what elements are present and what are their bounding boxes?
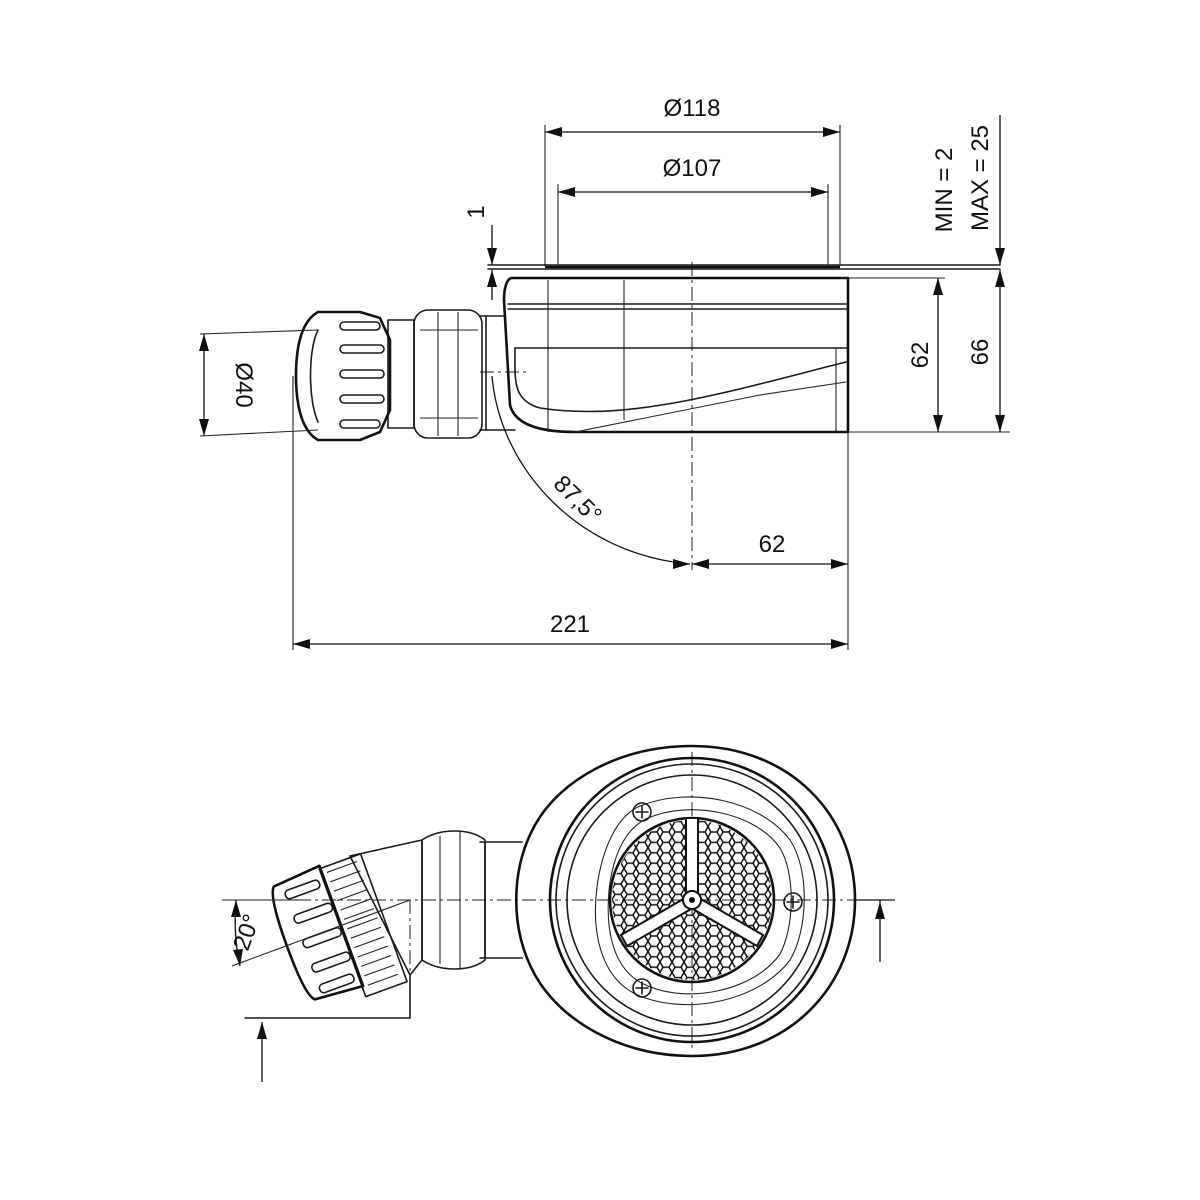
dim-height-62: 62 [848,277,1010,433]
dim-diameter-118: Ø118 [544,95,841,266]
grate [608,816,776,984]
label-h66: 66 [967,339,994,366]
label-max: MAX = 25 [967,125,994,231]
dim-min-max: MIN = 2 MAX = 25 [931,115,1005,265]
label-tilt: 20° [228,911,266,954]
top-view: 20° [222,744,895,1082]
label-d40: Ø40 [230,362,257,407]
dim-gap-1: 1 [463,205,497,300]
drain-body [487,264,1001,434]
union-nut [294,310,392,442]
label-w221: 221 [550,611,590,638]
top-outlet-pipe [271,830,523,1001]
side-view: Ø118 Ø107 1 MIN = 2 MAX = 25 [199,95,1010,650]
dim-diameter-40: Ø40 [199,329,319,437]
dim-width-62: 62 [692,432,849,650]
dim-height-66: 66 [967,270,1005,432]
dim-diameter-107: Ø107 [557,155,829,266]
offset-markers [244,899,895,1082]
screw-top [632,802,652,822]
label-d118: Ø118 [664,95,721,122]
screw-bottom [632,978,652,998]
top-body [515,744,857,1058]
label-gap: 1 [463,205,490,218]
outlet-pipe [387,309,516,439]
label-min: MIN = 2 [931,148,958,233]
label-w62: 62 [759,531,786,558]
label-h62: 62 [907,342,934,369]
label-d107: Ø107 [663,155,722,182]
dim-angle-20: 20° [222,899,411,967]
screw-right [783,892,803,912]
dim-width-221: 221 [292,376,848,650]
label-angle: 87,5° [548,470,607,529]
